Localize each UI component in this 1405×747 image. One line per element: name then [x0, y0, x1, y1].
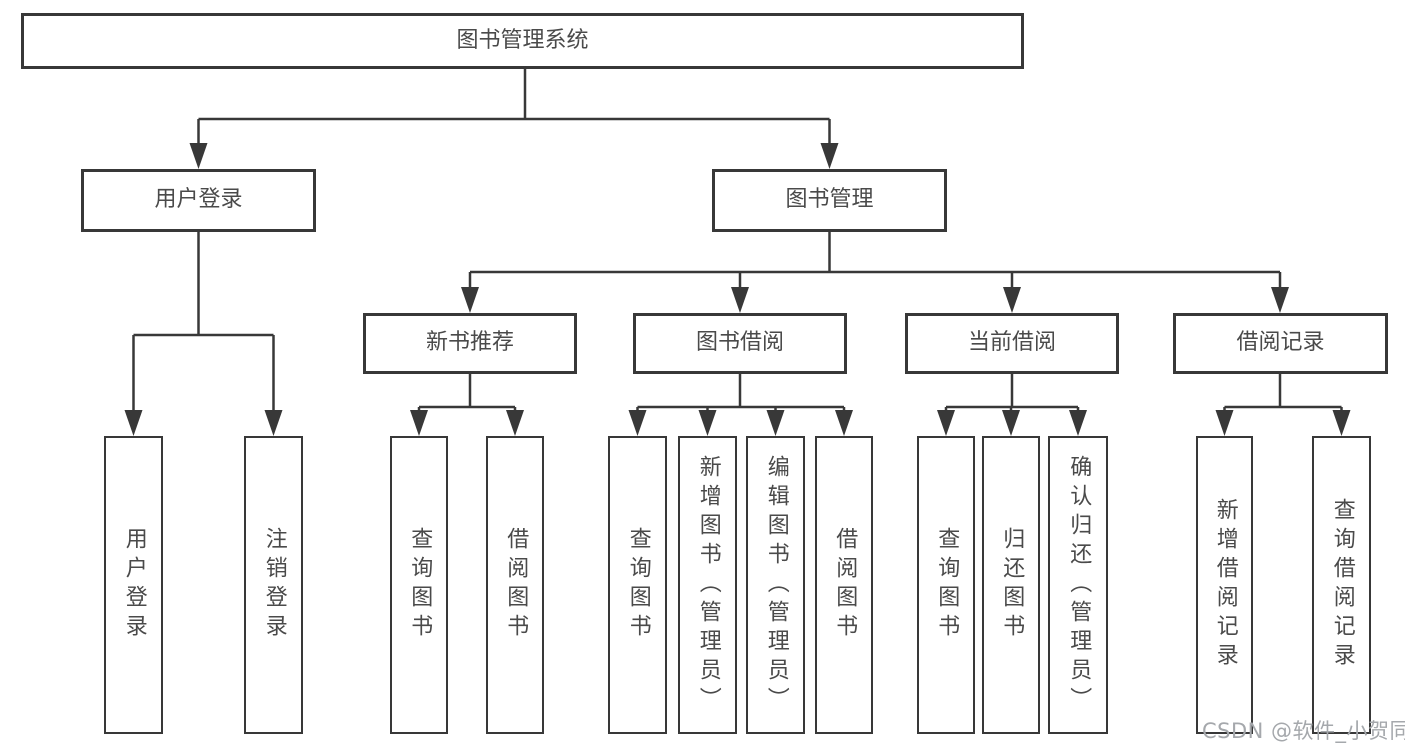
arrowhead-icon	[1002, 410, 1020, 436]
leaf-query-books-current: 查询图书	[917, 436, 975, 734]
node-book-management: 图书管理	[712, 169, 947, 232]
arrowhead-icon	[1332, 410, 1351, 436]
arrowhead-icon	[628, 410, 647, 436]
node-new-book-recommend: 新书推荐	[363, 313, 577, 374]
arrowhead-icon	[124, 410, 143, 436]
arrowhead-icon	[506, 410, 524, 436]
csdn-watermark: CSDN @软件_小贺同学	[1202, 719, 1405, 743]
arrowhead-icon	[1215, 410, 1234, 436]
arrowhead-icon	[410, 410, 428, 436]
connector-root-to-level2	[197, 69, 831, 150]
leaf-borrow-books-recommend: 借阅图书	[486, 436, 544, 734]
arrowhead-icon	[937, 410, 955, 436]
leaf-confirm-return-admin: 确认归还（管理员）	[1048, 436, 1108, 734]
leaf-logout: 注销登录	[244, 436, 303, 734]
leaf-query-borrow-record: 查询借阅记录	[1312, 436, 1371, 734]
arrowhead-icon	[698, 410, 717, 436]
arrowhead-icon	[820, 143, 839, 169]
leaf-add-book-admin: 新增图书（管理员）	[678, 436, 737, 734]
leaf-query-books-recommend: 查询图书	[390, 436, 448, 734]
connector-currentborrow-to-leaves	[944, 374, 1080, 415]
arrowhead-icon	[189, 143, 208, 169]
arrowhead-icon	[1003, 287, 1021, 313]
leaf-query-books-borrow: 查询图书	[608, 436, 667, 734]
node-user-login: 用户登录	[81, 169, 316, 232]
arrowhead-icon	[1271, 287, 1289, 313]
arrowhead-icon	[1069, 410, 1087, 436]
node-book-borrow: 图书借阅	[633, 313, 847, 374]
node-borrow-records: 借阅记录	[1173, 313, 1388, 374]
arrowhead-icon	[766, 410, 785, 436]
connector-userlogin-to-leaves	[132, 232, 275, 415]
connector-borrowrecord-to-leaves	[1223, 374, 1343, 415]
leaf-return-book: 归还图书	[982, 436, 1040, 734]
arrowhead-icon	[731, 287, 749, 313]
leaf-user-login: 用户登录	[104, 436, 163, 734]
arrowhead-icon	[461, 287, 479, 313]
leaf-edit-book-admin: 编辑图书（管理员）	[746, 436, 805, 734]
leaf-add-borrow-record: 新增借阅记录	[1196, 436, 1253, 734]
node-library-system: 图书管理系统	[21, 13, 1024, 69]
connector-bookmgmt-to-level3	[468, 232, 1282, 292]
connector-bookborrow-to-leaves	[636, 374, 846, 415]
connector-newbook-to-leaves	[417, 374, 517, 415]
arrowhead-icon	[264, 410, 283, 436]
node-current-borrow: 当前借阅	[905, 313, 1119, 374]
arrowhead-icon	[835, 410, 853, 436]
leaf-borrow-books: 借阅图书	[815, 436, 873, 734]
